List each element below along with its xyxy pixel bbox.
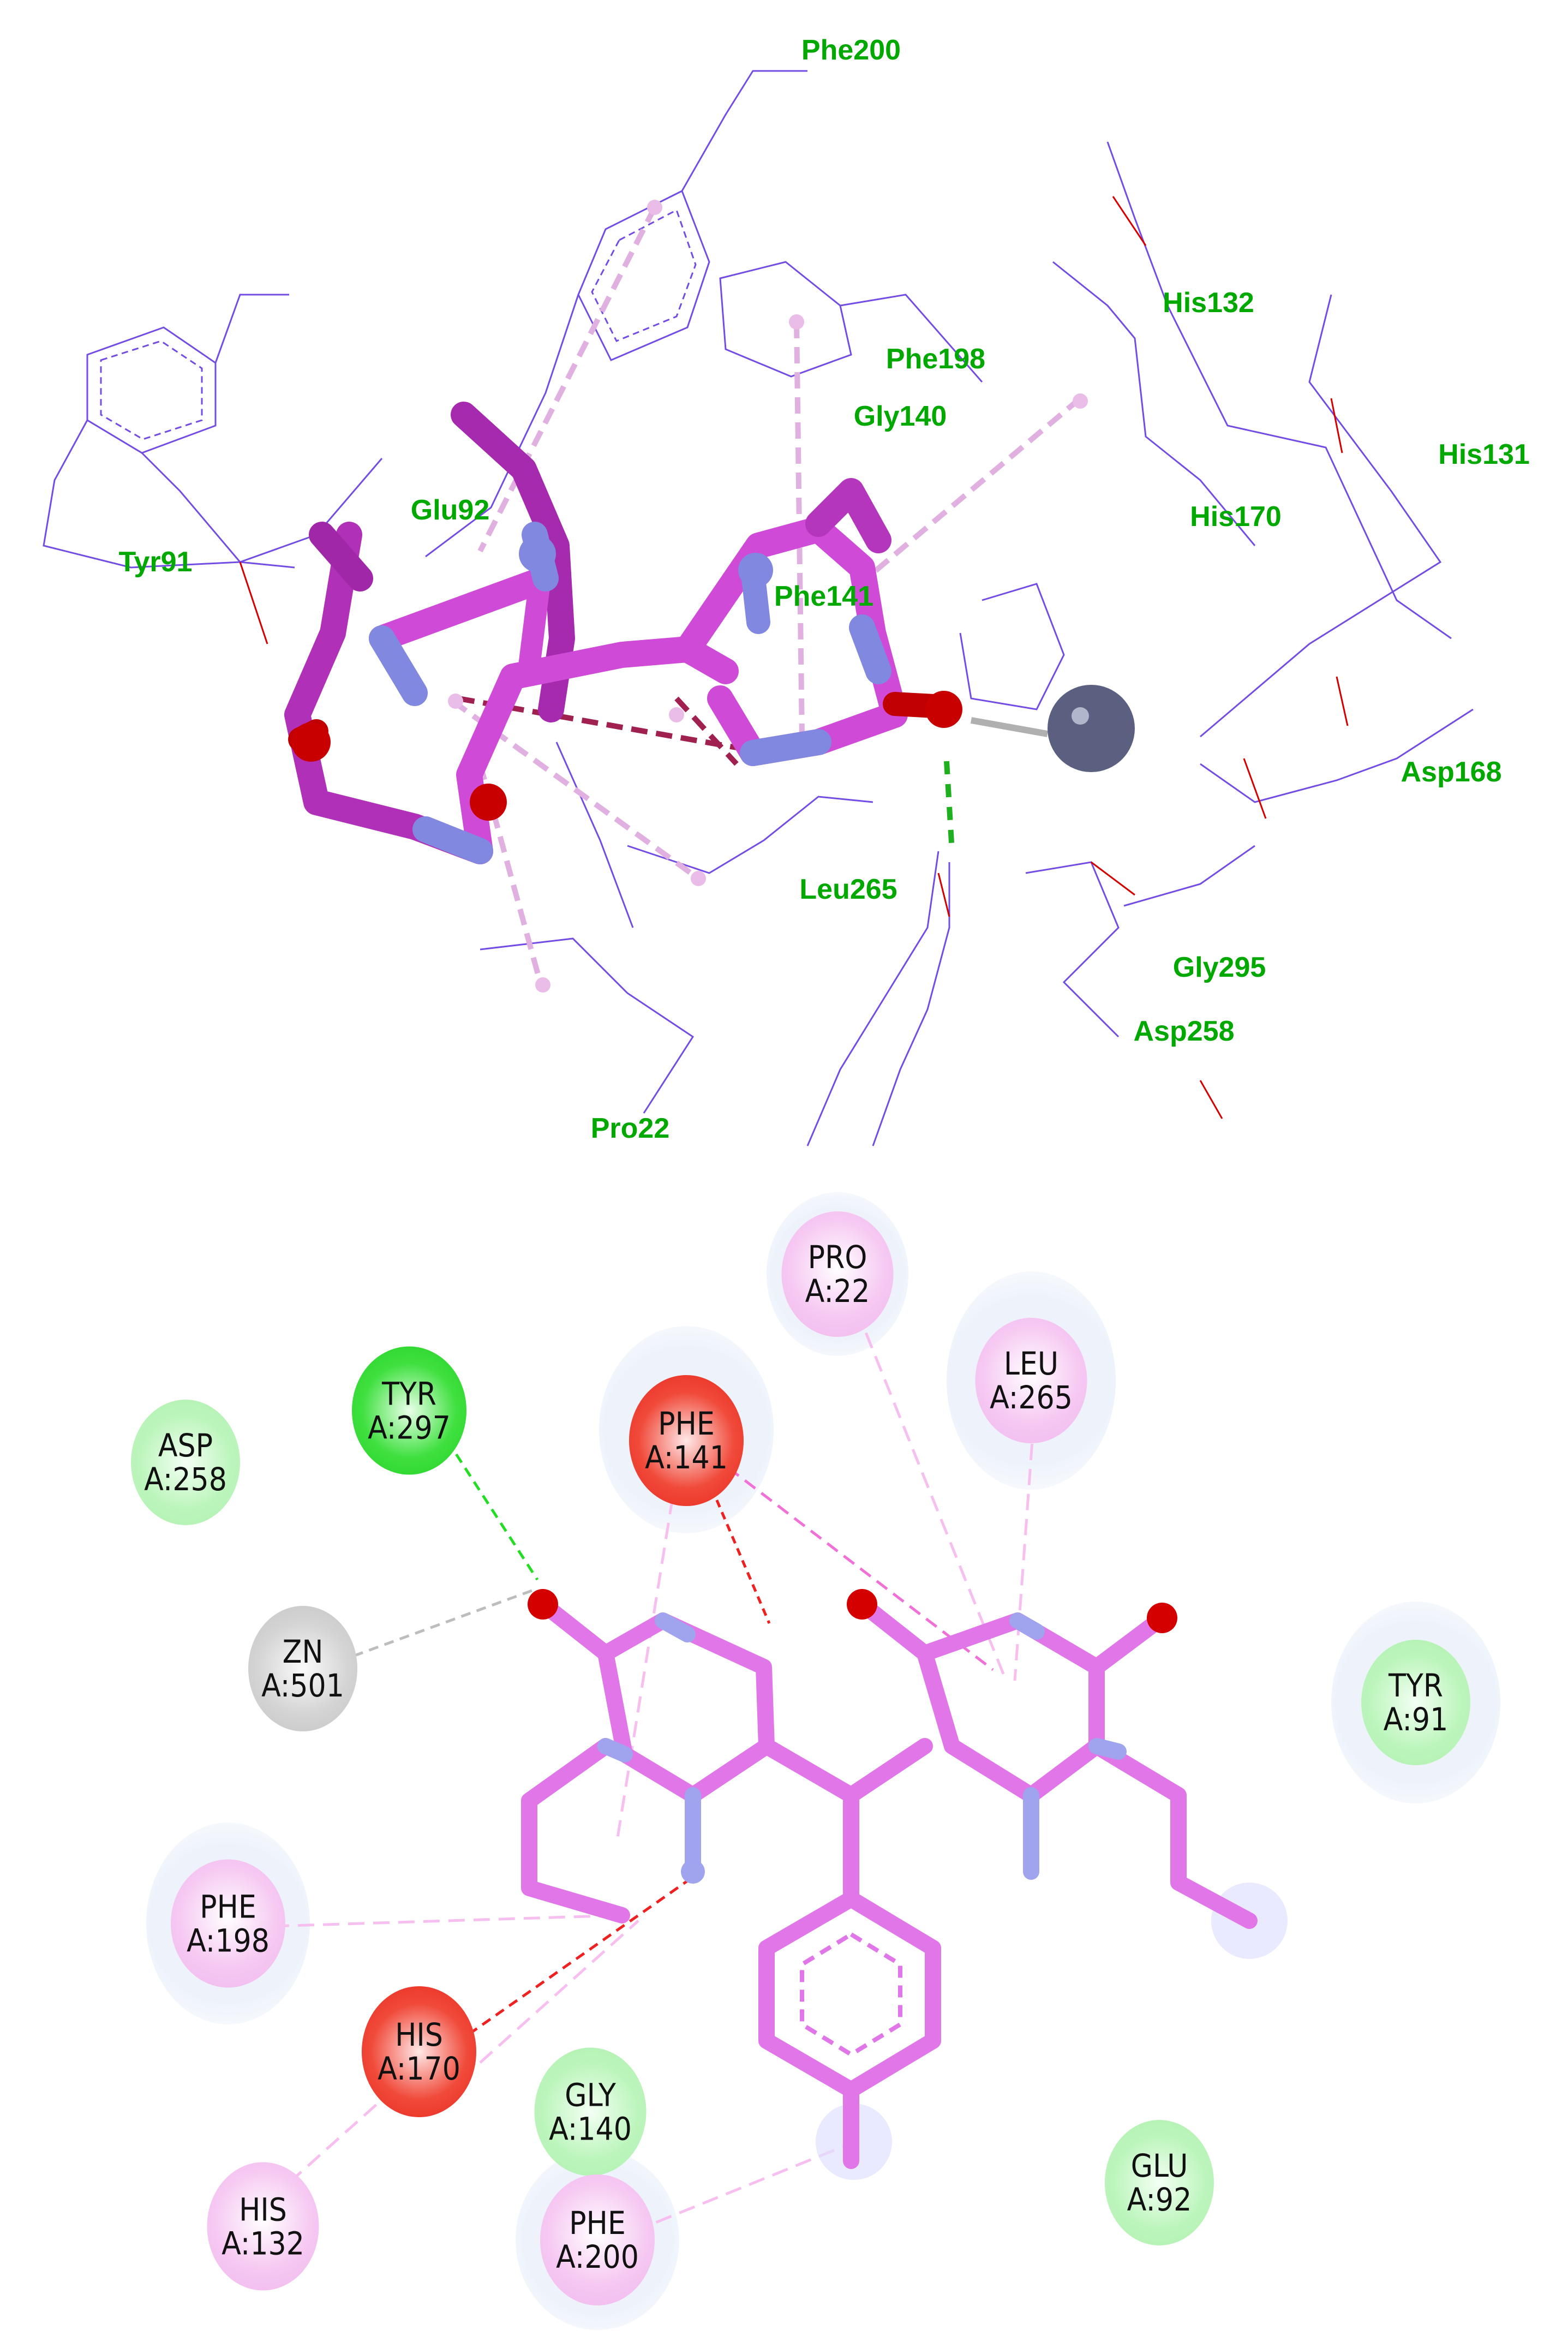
metal-zn501 bbox=[338, 1589, 532, 1663]
ligand-heteroatoms bbox=[528, 1589, 1177, 1884]
residue-position: A:170 bbox=[378, 2050, 460, 2087]
residue-name: ASP bbox=[158, 1427, 213, 1464]
3d-structure-render bbox=[43, 70, 1474, 1146]
residue-name: HIS bbox=[239, 2191, 287, 2228]
residue-position: A:132 bbox=[222, 2225, 304, 2262]
2d-ligand-diagram bbox=[272, 1309, 1288, 2233]
residue-phe200: PHE A:200 bbox=[540, 2174, 655, 2305]
zinc-highlight bbox=[1072, 707, 1089, 725]
pi-alkyl-his132 bbox=[288, 2089, 394, 2184]
label-asp168-3d: Asp168 bbox=[1401, 756, 1502, 788]
residue-name: HIS bbox=[395, 2016, 443, 2053]
label-gly140-3d: Gly140 bbox=[853, 401, 947, 432]
interaction-lines bbox=[272, 1309, 1036, 2233]
residue-name: GLY bbox=[565, 2076, 616, 2113]
residue-name: TYR bbox=[382, 1375, 436, 1412]
residue-name: LEU bbox=[1003, 1345, 1059, 1382]
residue-position: A:198 bbox=[187, 1922, 270, 1959]
metal-coordination-3d bbox=[970, 717, 1049, 737]
residue-phe141: PHE A:141 bbox=[629, 1375, 744, 1506]
residue-position: A:297 bbox=[368, 1409, 451, 1446]
label-his131-3d: His131 bbox=[1438, 439, 1530, 470]
residue-name: PHE bbox=[569, 2204, 626, 2242]
protein-wireframe bbox=[43, 70, 1474, 1146]
label-phe141-3d: Phe141 bbox=[774, 581, 874, 612]
residue-name: TYR bbox=[1389, 1667, 1443, 1704]
protein-oxygen-bonds bbox=[239, 196, 1349, 1119]
pi-alkyl-leu265 bbox=[1013, 1418, 1036, 1681]
pi-alkyl-phe198 bbox=[272, 1914, 623, 1928]
label-pro22-3d: Pro22 bbox=[590, 1113, 670, 1144]
residue-tyr297: TYR A:297 bbox=[352, 1346, 466, 1475]
residue-position: A:140 bbox=[549, 2110, 632, 2147]
3d-binding-pose-panel: Phe200 His132 Phe198 Gly140 His131 Glu92… bbox=[0, 0, 1568, 1162]
residue-position: A:501 bbox=[261, 1667, 344, 1704]
label-his132-3d: His132 bbox=[1163, 287, 1254, 319]
hbond-3d bbox=[944, 761, 955, 852]
residue-position: A:141 bbox=[645, 1439, 728, 1476]
label-gly295-3d: Gly295 bbox=[1172, 952, 1266, 983]
residue-zn501: ZN A:501 bbox=[248, 1606, 357, 1731]
residue-phe198: PHE A:198 bbox=[171, 1859, 285, 1988]
pi-alkyl-pro22 bbox=[855, 1309, 1006, 1676]
pi-alkyl-phe141 bbox=[615, 1473, 678, 1845]
label-leu265-3d: Leu265 bbox=[799, 874, 897, 905]
label-phe198-3d: Phe198 bbox=[885, 343, 986, 375]
aromatic-ring-dashes bbox=[800, 1932, 902, 2057]
ligand-skeleton bbox=[521, 1604, 1258, 2169]
residue-position: A:92 bbox=[1127, 2181, 1192, 2218]
pi-anion-interactions bbox=[458, 696, 739, 766]
pi-alkyl-his170 bbox=[479, 1920, 639, 2064]
residue-position: A:22 bbox=[805, 1272, 870, 1310]
residue-position: A:258 bbox=[144, 1461, 227, 1498]
pi-pi-phe141 bbox=[727, 1467, 994, 1671]
zinc-ion-sphere bbox=[1048, 685, 1135, 772]
residue-pro22: PRO A:22 bbox=[781, 1211, 894, 1337]
label-asp258-3d: Asp258 bbox=[1133, 1015, 1235, 1047]
label-tyr91-3d: Tyr91 bbox=[118, 546, 193, 578]
label-phe200-3d: Phe200 bbox=[801, 34, 901, 66]
residue-tyr91: TYR A:91 bbox=[1361, 1640, 1470, 1765]
residue-name: GLU bbox=[1130, 2147, 1188, 2184]
residue-name: PHE bbox=[200, 1888, 256, 1925]
pi-anion-phe141-a bbox=[705, 1475, 771, 1624]
ligand-atoms bbox=[291, 535, 962, 821]
hbond-tyr297 bbox=[446, 1439, 539, 1581]
residue-glu92: GLU A:92 bbox=[1105, 2120, 1214, 2245]
residue-name: ZN bbox=[282, 1633, 324, 1670]
label-glu92-3d: Glu92 bbox=[410, 494, 490, 526]
residue-name: PHE bbox=[658, 1405, 715, 1442]
residue-leu265: LEU A:265 bbox=[975, 1318, 1087, 1443]
residue-position: A:200 bbox=[556, 2238, 639, 2275]
label-his170-3d: His170 bbox=[1190, 501, 1282, 533]
residue-position: A:265 bbox=[990, 1379, 1073, 1416]
residue-asp258: ASP A:258 bbox=[131, 1400, 240, 1525]
residue-his132: HIS A:132 bbox=[207, 2162, 319, 2291]
pi-alkyl-phe200 bbox=[632, 2143, 849, 2233]
interaction-centroids bbox=[448, 200, 1088, 993]
residue-position: A:91 bbox=[1383, 1701, 1449, 1738]
residue-name: PRO bbox=[807, 1239, 867, 1276]
residue-gly140: GLY A:140 bbox=[534, 2047, 647, 2176]
residue-his170: HIS A:170 bbox=[362, 1986, 476, 2117]
ligand-sticks bbox=[284, 402, 956, 864]
2d-interaction-map-panel: PRO A:22 LEU A:265 TYR A:297 PHE A:141 A… bbox=[0, 1173, 1568, 2342]
